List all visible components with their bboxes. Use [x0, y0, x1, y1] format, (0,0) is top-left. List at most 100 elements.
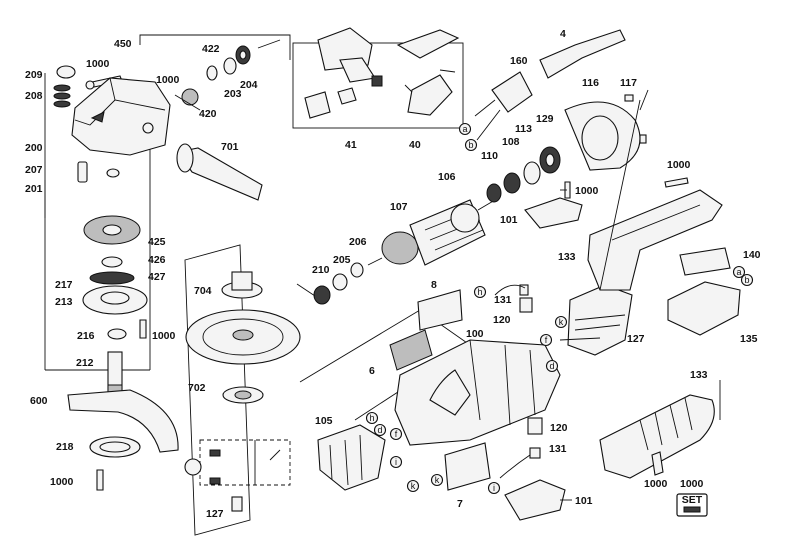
screw-part [651, 451, 664, 476]
motor-housing-part [394, 339, 561, 446]
label-8 [417, 289, 463, 331]
brush-holder-part [527, 417, 543, 435]
callout-209: 209 [25, 69, 43, 81]
wire-letter-k: k [411, 481, 416, 491]
wire-letter-d: d [377, 425, 382, 435]
carbon-brush-part [529, 447, 541, 459]
callout-1000: 1000 [667, 159, 691, 171]
callout-113: 113 [515, 123, 532, 135]
wire-letter-k: k [559, 317, 564, 327]
wire-letter-d: d [549, 361, 554, 371]
callout-135: 135 [740, 333, 758, 345]
screw-part [664, 177, 689, 188]
callout-101: 101 [575, 495, 593, 507]
callout-101: 101 [500, 214, 518, 226]
callout-160: 160 [510, 55, 528, 67]
callout-labels: 450 422 209 1000 1000 208 203 204 420 20… [25, 28, 761, 520]
callout-129: 129 [536, 113, 554, 125]
armature-group [313, 146, 561, 305]
pinion-gear-part [181, 88, 199, 106]
callout-425: 425 [148, 236, 166, 248]
wire-letter-i: i [395, 457, 397, 467]
trigger-part [679, 247, 731, 276]
callout-131: 131 [549, 443, 567, 455]
set-badge: SET [676, 493, 708, 517]
washer-part [332, 273, 348, 291]
callout-140: 140 [743, 249, 761, 261]
commutator-part [381, 231, 419, 265]
callout-1000: 1000 [680, 478, 704, 490]
wire-letter-k: k [435, 475, 440, 485]
callout-216: 216 [77, 330, 95, 342]
gear-housing-part [71, 77, 171, 156]
callout-127: 127 [627, 333, 645, 345]
oring-part [53, 100, 71, 108]
switch-block-part [667, 281, 741, 336]
gear-head-group [44, 34, 291, 491]
callout-210: 210 [312, 264, 330, 276]
callout-212: 212 [76, 357, 94, 369]
callout-108: 108 [502, 136, 520, 148]
callout-1000: 1000 [644, 478, 668, 490]
callout-217: 217 [55, 279, 73, 291]
callout-100: 100 [466, 328, 484, 340]
wire-letter-a: a [736, 267, 741, 277]
wire-letter-b: b [468, 140, 473, 150]
callout-127: 127 [206, 508, 224, 520]
label-7 [444, 442, 491, 491]
bushing-part [106, 168, 120, 178]
bearing-part [503, 172, 521, 194]
fan-part [450, 203, 480, 233]
oring-part [53, 92, 71, 100]
cap-part [56, 65, 76, 79]
field-coil-part [317, 424, 386, 491]
callout-213: 213 [55, 296, 73, 308]
callout-422: 422 [202, 43, 220, 55]
callout-106: 106 [438, 171, 456, 183]
callout-133: 133 [690, 369, 708, 381]
washer-part [223, 57, 237, 75]
rear-handle-part [587, 189, 723, 291]
callout-701: 701 [221, 141, 239, 153]
callout-218: 218 [56, 441, 74, 453]
callout-600: 600 [30, 395, 48, 407]
callout-702: 702 [188, 382, 206, 394]
callout-107: 107 [390, 201, 408, 213]
carbon-brush-part [519, 284, 529, 296]
brush-holder-part [519, 297, 533, 313]
wire-letter-i: i [493, 483, 495, 493]
callout-133: 133 [558, 251, 576, 263]
wire-letter-markers: a b a b h k f d h d f i k k i [365, 122, 754, 495]
callout-8: 8 [431, 279, 437, 291]
callout-120: 120 [493, 314, 511, 326]
label-6 [389, 329, 433, 371]
wire-letter-f: f [395, 429, 398, 439]
callout-1000: 1000 [575, 185, 599, 197]
callout-203: 203 [224, 88, 242, 100]
slide-switch-part [396, 29, 460, 59]
callout-117: 117 [620, 77, 637, 89]
screw-part [139, 319, 147, 339]
set-badge-label: SET [682, 494, 703, 506]
pin-part [77, 161, 88, 183]
callout-110: 110 [481, 150, 498, 162]
oring-part [89, 271, 135, 285]
callout-200: 200 [25, 142, 43, 154]
callout-1000: 1000 [86, 58, 110, 70]
callout-41: 41 [345, 139, 357, 151]
callout-4: 4 [560, 28, 566, 40]
callout-1000: 1000 [156, 74, 180, 86]
bearing-part [486, 183, 502, 203]
switch-body-part [371, 75, 383, 87]
washer-part [206, 65, 218, 81]
callout-6: 6 [369, 365, 375, 377]
callout-207: 207 [25, 164, 43, 176]
callout-40: 40 [409, 139, 421, 151]
wire-letter-h: h [477, 287, 482, 297]
callout-131: 131 [494, 294, 512, 306]
callout-206: 206 [349, 236, 367, 248]
oring-part [53, 84, 71, 92]
switch-group [292, 27, 464, 129]
callout-1000: 1000 [50, 476, 74, 488]
